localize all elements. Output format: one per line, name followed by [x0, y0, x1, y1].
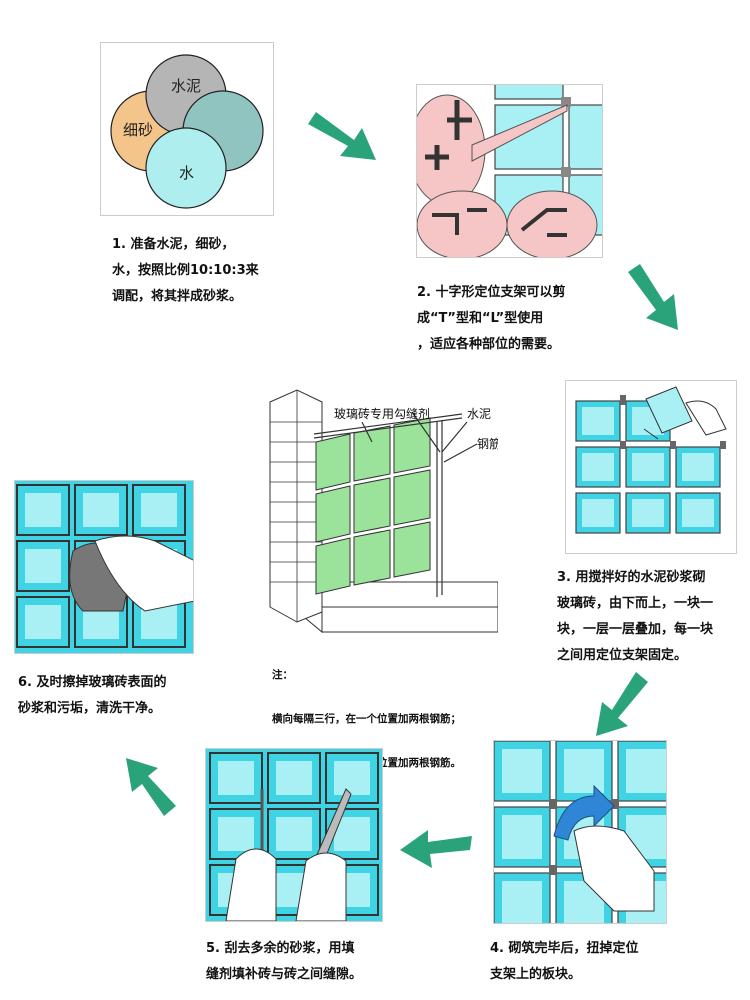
arrow-down-left-icon [596, 672, 648, 736]
laying-panel [565, 380, 737, 554]
note-title: 注： [272, 669, 293, 681]
wipe-illustration [16, 484, 193, 648]
note-line-1: 横向每隔三行，在一个位置加两根钢筋； [272, 713, 461, 725]
mix-diagram-panel: 水泥 细砂 水 [100, 42, 274, 216]
laying-illustration [575, 386, 727, 534]
twist-spacer-panel [493, 740, 667, 924]
wipe-panel [14, 480, 194, 654]
step-1-text: 1. 准备水泥，细砂， 水，按照比例10:10:3来 调配，将其拌成砂浆。 [112, 237, 259, 304]
mix-venn-diagram: 水泥 细砂 水 [110, 54, 264, 209]
cement-label: 水泥 [467, 407, 491, 421]
rebar-label: 钢筋 [477, 436, 498, 451]
scrape-illustration [209, 752, 379, 921]
scrape-panel [205, 748, 383, 922]
twist-arrow-icon [553, 784, 615, 841]
arrow-down-right-icon [628, 264, 678, 330]
step-4-text: 4. 砌筑完毕后，扭掉定位 支架上的板块。 [490, 941, 639, 982]
water-label: 水 [179, 164, 194, 182]
step-5-text: 5. 刮去多余的砂浆，用填 缝剂填补砖与砖之间缝隙。 [206, 941, 363, 982]
water-circle [145, 127, 227, 209]
twist-spacer-illustration [494, 741, 666, 923]
step-3-text: 3. 用搅拌好的水泥砂浆砌 玻璃砖，由下而上，一块一 块，一层一层叠加，每一块 … [557, 570, 714, 663]
wall-structure-panel: 玻璃砖专用勾缝剂 水泥 钢筋 [262, 382, 498, 644]
l-spacer-callout [417, 190, 508, 257]
cement-label: 水泥 [171, 77, 201, 95]
spacer-diagram-panel [416, 84, 603, 258]
glass-block-wall-illustration: 玻璃砖专用勾缝剂 水泥 钢筋 [269, 389, 498, 634]
grout-label: 玻璃砖专用勾缝剂 [334, 406, 430, 421]
arrow-left-icon [400, 830, 472, 868]
step-2-text: 2. 十字形定位支架可以剪 成“T”型和“L”型使用 ，适应各种部位的需要。 [417, 285, 566, 352]
t-spacer-callout [506, 190, 598, 257]
step-6-text: 6. 及时擦掉玻璃砖表面的 砂浆和污垢，清洗干净。 [18, 675, 167, 716]
sand-label: 细砂 [123, 121, 153, 139]
arrow-right-down-icon [308, 112, 376, 160]
arrow-up-left-icon [126, 758, 176, 816]
spacer-illustration [417, 85, 602, 257]
